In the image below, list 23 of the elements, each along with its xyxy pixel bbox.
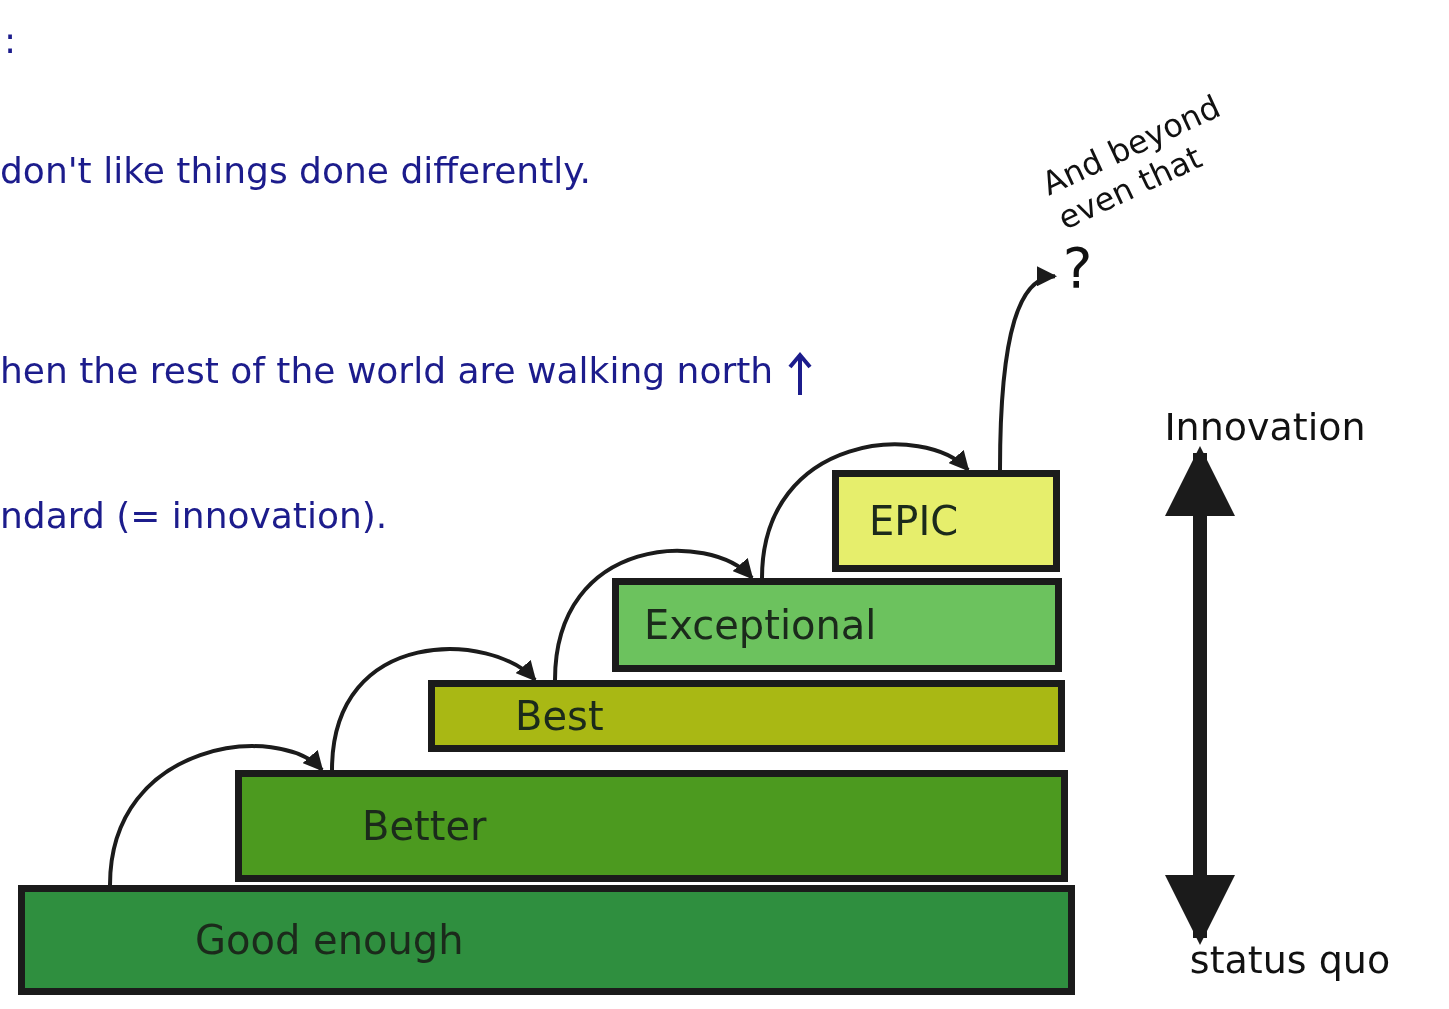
- stair-step: [428, 680, 1065, 752]
- question-mark: ?: [1055, 235, 1100, 310]
- curved-arrow: [998, 268, 1057, 471]
- double-arrow: [1165, 446, 1235, 945]
- handwritten-text: hen the rest of the world are walking north: [0, 350, 774, 391]
- axis-label: Innovation: [1105, 405, 1425, 453]
- curved-arrow: [108, 744, 324, 886]
- handwritten-text: ndard (= innovation).: [0, 495, 388, 536]
- curved-arrow: [553, 548, 754, 681]
- stair-step: [235, 770, 1068, 882]
- handwritten-text: don't like things done differently.: [0, 150, 591, 191]
- handwritten-text: :: [4, 20, 17, 61]
- step-label: Better: [362, 803, 487, 849]
- curved-arrow: [760, 442, 970, 579]
- curved-arrow: [330, 647, 537, 771]
- stair-step: [612, 578, 1062, 672]
- step-label: Best: [515, 693, 604, 739]
- step-label: EPIC: [869, 498, 959, 544]
- stair-step: [18, 885, 1075, 995]
- axis-label: status quo: [1135, 938, 1445, 986]
- stair-step: [832, 470, 1060, 572]
- step-label: Exceptional: [644, 602, 877, 648]
- step-label: Good enough: [195, 917, 464, 963]
